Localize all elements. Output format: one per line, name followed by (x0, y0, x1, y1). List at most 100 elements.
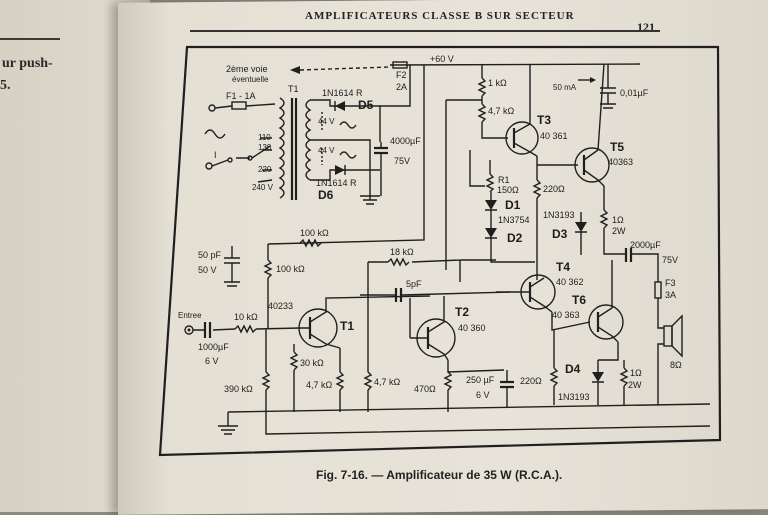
label-d3-part: 1N3193 (543, 210, 575, 220)
label-fuse-f1: F1 - 1A (226, 91, 256, 101)
label-t6: T6 (572, 293, 586, 307)
page-header-title: AMPLIFICATEURS CLASSE B SUR SECTEUR (305, 10, 575, 22)
label-r-100k-b: 100 kΩ (276, 264, 305, 274)
label-r-100k-a: 100 kΩ (300, 228, 329, 238)
label-r-470: 470Ω (414, 384, 436, 394)
fuse-f3 (654, 281, 662, 299)
ground-icon (218, 425, 238, 435)
resistor-4k7-b (363, 371, 373, 391)
header-rule (190, 30, 660, 32)
t1-leads (300, 295, 431, 349)
supply-rail (389, 63, 641, 66)
ac-wave-icon (339, 121, 357, 159)
left-page-rule (0, 38, 60, 40)
label-r-30k: 30 kΩ (300, 358, 324, 368)
figure-caption: Fig. 7-16. — Amplificateur de 35 W (R.C.… (316, 468, 562, 482)
label-r-1ohm-bot: 1Ω (630, 368, 642, 378)
t3-emitter-wire (536, 156, 578, 180)
label-filter-cap: 4000µF (390, 136, 421, 146)
resistor-220-top (532, 179, 542, 199)
label-cap-in-v: 6 V (205, 356, 219, 366)
label-r1-value: 150Ω (497, 185, 519, 195)
switch-contact-icon (227, 157, 233, 163)
diode-d5-icon (335, 101, 345, 111)
label-r-18k: 18 kΩ (390, 247, 414, 257)
label-tap-240: 240 V (252, 183, 274, 192)
label-switch: I (214, 150, 217, 160)
label-fuse-f2-rating: 2A (396, 82, 407, 92)
label-fuse-f2: F2 (396, 70, 407, 80)
t4-emitter-wire (551, 312, 591, 331)
resistor-r1 (485, 173, 495, 193)
label-r-4k7-a: 4,7 kΩ (306, 380, 333, 390)
transistor-t1 (298, 308, 338, 348)
speaker-wire (657, 298, 664, 405)
resistor-100k-a (299, 238, 322, 248)
label-d2: D2 (507, 231, 523, 245)
ground-rail (227, 403, 711, 413)
label-t4-part: 40 362 (556, 277, 584, 287)
diode-d6-icon (335, 165, 345, 175)
resistor-470 (443, 371, 453, 391)
resistor-10k (234, 324, 257, 334)
label-fuse-f3: F3 (665, 278, 676, 288)
label-r-1ohm-bot-w: 2W (628, 380, 642, 390)
label-second-channel: 2ème voie (226, 64, 268, 74)
label-d1-part: 1N3754 (498, 215, 530, 225)
label-out-cap: 2000µF (630, 240, 661, 250)
label-transformer: T1 (288, 84, 299, 94)
label-cap-5p: 5pF (406, 279, 422, 289)
label-cap-01: 0,01µF (620, 88, 649, 98)
resistor-30k (289, 351, 299, 371)
label-r-220-top: 220Ω (543, 184, 565, 194)
label-r-390k: 390 kΩ (224, 384, 253, 394)
t6-leads (597, 260, 619, 343)
resistor-18k (387, 257, 410, 267)
label-r-4k7-top: 4,7 kΩ (488, 106, 515, 116)
t1-base-wire (255, 327, 301, 372)
resistor-1k (477, 77, 487, 97)
diode-d2-wire (485, 237, 535, 263)
label-d4: D4 (565, 362, 581, 376)
capacitor-5pf (394, 288, 403, 302)
label-cap-50: 50 pF (198, 250, 222, 260)
feedback-rail (267, 65, 425, 245)
label-r-10k: 10 kΩ (234, 312, 258, 322)
label-d3: D3 (552, 227, 568, 241)
fuse-f2 (392, 61, 408, 69)
t2-leads (409, 296, 449, 361)
label-d5: D5 (358, 98, 374, 112)
wires (339, 262, 369, 412)
diode-d4-wire (592, 360, 604, 405)
resistor-390k (261, 371, 271, 391)
capacitor-0-01uf (600, 64, 616, 109)
ground-icon (360, 195, 380, 205)
t5-leads (583, 63, 605, 187)
label-d6-part: 1N1614 R (316, 178, 357, 188)
mains-wire-a (214, 103, 276, 109)
wire (603, 228, 626, 255)
t3-leads (513, 65, 538, 157)
label-d6: D6 (318, 188, 334, 202)
label-second-channel-note: éventuelle (232, 75, 269, 84)
ac-source-icon (204, 129, 226, 139)
transistor-t6 (588, 304, 624, 340)
label-filter-cap-v: 75V (394, 156, 410, 166)
diode-d1-wire (485, 192, 497, 228)
wire (411, 259, 496, 282)
label-t4: T4 (556, 260, 570, 274)
diode-d2-icon (485, 228, 497, 238)
label-r-1ohm-top-w: 2W (612, 226, 626, 236)
label-tap-130: 130 (258, 143, 272, 152)
input-wire (193, 328, 236, 331)
label-t3-part: 40 361 (540, 131, 568, 141)
label-t6-part: 40 363 (552, 310, 580, 320)
capacitor-250uf (500, 380, 514, 389)
transistor-t3 (505, 121, 539, 155)
mains-terminal-a (208, 104, 216, 112)
label-d1: D1 (505, 198, 521, 212)
driver-wires (445, 99, 508, 270)
capacitor-1000uf (203, 322, 212, 338)
label-t5-part: 40363 (608, 157, 633, 167)
